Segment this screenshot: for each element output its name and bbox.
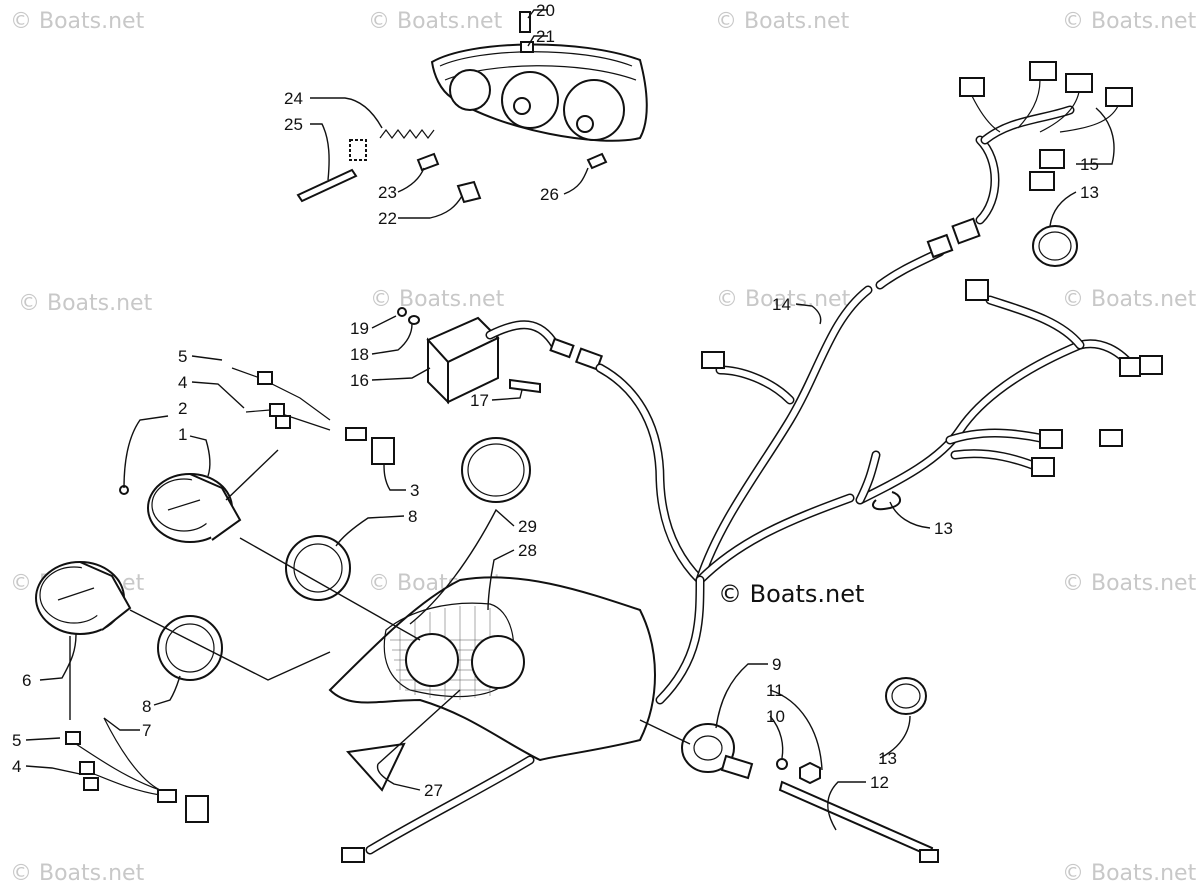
bezel-ring xyxy=(285,535,351,601)
watermark: © Boats.net xyxy=(18,291,153,316)
callout-7: 7 xyxy=(142,721,151,740)
watermark: © Boats.net xyxy=(368,9,503,34)
callout-16: 16 xyxy=(350,371,369,390)
callout-24: 24 xyxy=(284,89,303,108)
spring-and-screw xyxy=(296,129,608,204)
callout-5: 5 xyxy=(12,731,21,750)
dash-panel xyxy=(328,576,656,762)
callout-13: 13 xyxy=(1080,183,1099,202)
tachometer-gauge xyxy=(35,561,132,635)
callout-5: 5 xyxy=(178,347,187,366)
callout-8: 8 xyxy=(408,507,417,526)
cable-clamp xyxy=(885,677,927,715)
callout-2: 2 xyxy=(178,399,187,418)
callout-17: 17 xyxy=(470,391,489,410)
watermark: © Boats.net xyxy=(10,861,145,886)
dash-wire xyxy=(341,755,535,863)
callout-20: 20 xyxy=(536,1,555,20)
main-wiring-harness xyxy=(595,61,1133,705)
callout-6: 6 xyxy=(22,671,31,690)
speedometer-gauge xyxy=(119,473,242,543)
watermark: © Boats.net xyxy=(1062,571,1197,596)
callout-21: 21 xyxy=(536,27,555,46)
watermark: © Boats.net xyxy=(1062,9,1197,34)
center-watermark: © Boats.net xyxy=(718,580,864,608)
bezel-ring xyxy=(157,615,223,681)
callout-labels: 20 21 24 25 23 22 26 19 18 16 17 5 4 2 1… xyxy=(12,1,1099,800)
callout-18: 18 xyxy=(350,345,369,364)
watermark: © Boats.net xyxy=(1062,861,1197,886)
watermarks: © Boats.net © Boats.net © Boats.net © Bo… xyxy=(10,9,1197,886)
callout-4: 4 xyxy=(12,757,21,776)
leader-lines xyxy=(25,9,1115,831)
callout-14: 14 xyxy=(772,295,791,314)
callout-4: 4 xyxy=(178,373,187,392)
callout-13: 13 xyxy=(878,749,897,768)
gauge-harness-lower xyxy=(65,717,209,823)
callout-12: 12 xyxy=(870,773,889,792)
headlight-assembly xyxy=(430,11,648,142)
callout-22: 22 xyxy=(378,209,397,228)
callout-23: 23 xyxy=(378,183,397,202)
callout-10: 10 xyxy=(766,707,785,726)
gauge-harness-upper xyxy=(231,367,395,465)
callout-27: 27 xyxy=(424,781,443,800)
gauge-cover xyxy=(461,437,531,503)
right-wiring-harness xyxy=(855,279,1163,511)
watermark: © Boats.net xyxy=(716,287,851,312)
callout-13: 13 xyxy=(934,519,953,538)
voltage-regulator xyxy=(397,307,604,405)
callout-28: 28 xyxy=(518,541,537,560)
callout-19: 19 xyxy=(350,319,369,338)
cable-clamp xyxy=(1032,225,1078,267)
speed-sensor-assembly xyxy=(681,723,939,863)
callout-1: 1 xyxy=(178,425,187,444)
warning-decal xyxy=(346,742,406,792)
callout-29: 29 xyxy=(518,517,537,536)
watermark: © Boats.net xyxy=(10,9,145,34)
watermark: © Boats.net xyxy=(370,287,505,312)
callout-26: 26 xyxy=(540,185,559,204)
callout-25: 25 xyxy=(284,115,303,134)
watermark: © Boats.net xyxy=(715,9,850,34)
callout-8: 8 xyxy=(142,697,151,716)
callout-11: 11 xyxy=(766,681,784,700)
callout-15: 15 xyxy=(1080,155,1099,174)
watermark: © Boats.net xyxy=(1062,287,1197,312)
callout-3: 3 xyxy=(410,481,419,500)
callout-9: 9 xyxy=(772,655,781,674)
